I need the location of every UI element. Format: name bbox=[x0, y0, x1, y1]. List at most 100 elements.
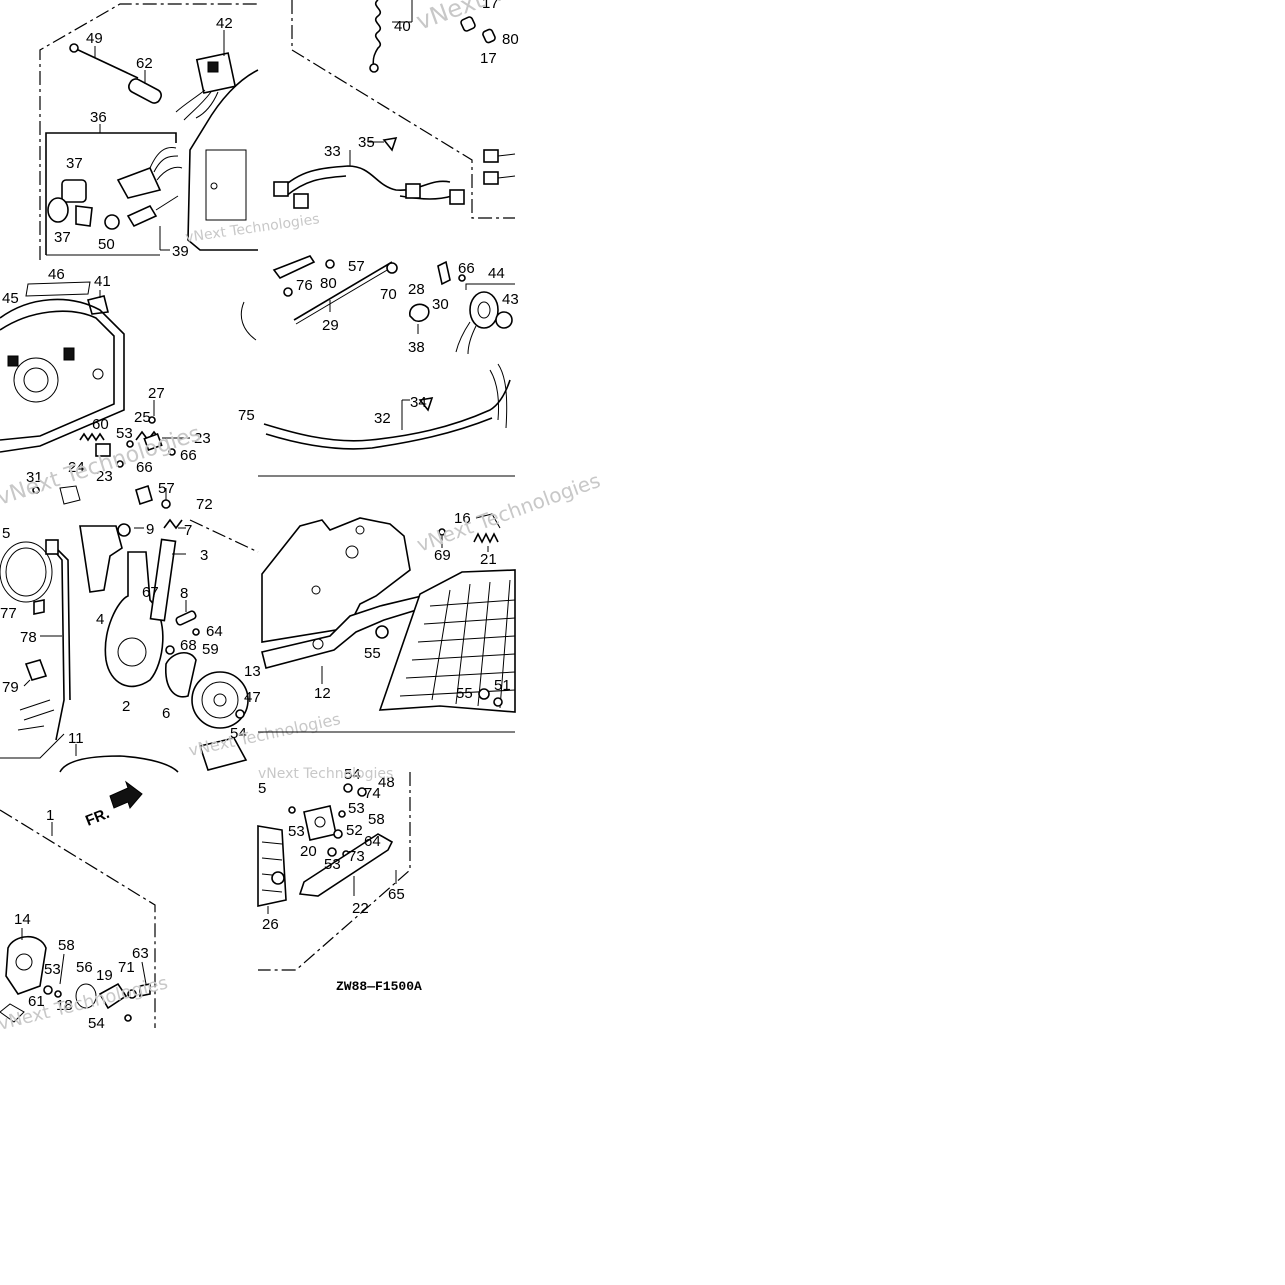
tile-mid-left: 46 45 41 27 25 53 60 23 24 23 66 66 31 5… bbox=[0, 266, 213, 513]
switch-wires bbox=[175, 89, 219, 121]
block-shape bbox=[98, 982, 128, 1010]
callout: 16 bbox=[454, 510, 471, 527]
housing-boss bbox=[13, 357, 59, 403]
callout: 64 bbox=[364, 833, 381, 850]
callout: 17 bbox=[482, 0, 499, 12]
connector-shape bbox=[449, 189, 465, 205]
group-box-36 bbox=[45, 132, 177, 255]
plate-hole bbox=[355, 525, 365, 535]
callout: 55 bbox=[364, 645, 381, 662]
block-shape bbox=[303, 805, 337, 841]
grommet-shape bbox=[460, 16, 476, 32]
ignition-wires bbox=[149, 147, 183, 181]
callout: 55 bbox=[456, 685, 473, 702]
section-border bbox=[39, 3, 258, 260]
callout: 34 bbox=[410, 394, 427, 411]
bar-hole bbox=[312, 638, 324, 650]
washer-shape bbox=[271, 871, 285, 885]
callout: 58 bbox=[58, 937, 75, 954]
nut-shape bbox=[283, 287, 293, 297]
side-plate-shape bbox=[261, 517, 411, 643]
watermark: vNext Technologies bbox=[258, 766, 393, 782]
grid-lines bbox=[431, 579, 511, 709]
bolt-shape bbox=[73, 47, 139, 79]
lever-shape bbox=[437, 260, 451, 286]
callout: 58 bbox=[368, 811, 385, 828]
cover-shape bbox=[59, 755, 179, 773]
grid-lines bbox=[399, 599, 516, 697]
connector-shape bbox=[483, 171, 499, 185]
cable-shape bbox=[263, 379, 511, 442]
callout: 2 bbox=[122, 698, 130, 715]
screw-shape bbox=[192, 628, 200, 636]
lever-handle-shape bbox=[79, 525, 123, 593]
section-border bbox=[258, 772, 411, 971]
washer-shape bbox=[343, 783, 353, 793]
decal-shape bbox=[25, 281, 91, 297]
plate-shape bbox=[59, 485, 81, 505]
housing-shape bbox=[0, 298, 125, 453]
callout: 74 bbox=[364, 785, 381, 802]
plug-shape bbox=[126, 204, 158, 228]
callout: 5 bbox=[2, 525, 10, 542]
leader bbox=[465, 283, 515, 290]
cam-shape bbox=[165, 652, 197, 698]
switch-shape bbox=[195, 52, 237, 94]
clip-shape bbox=[418, 396, 434, 412]
bracket-shape bbox=[5, 935, 47, 995]
callout: 73 bbox=[348, 848, 365, 865]
leader bbox=[59, 953, 65, 985]
callout: 5 bbox=[258, 780, 266, 797]
callout: 22 bbox=[352, 900, 369, 917]
spring-shape bbox=[163, 518, 183, 530]
section-border bbox=[0, 733, 65, 759]
callout: 53 bbox=[44, 961, 61, 978]
callout: 49 bbox=[86, 30, 103, 47]
section-border bbox=[291, 0, 515, 219]
callout: 63 bbox=[132, 945, 149, 962]
cap-shape bbox=[495, 311, 513, 329]
screw-shape bbox=[168, 448, 176, 456]
callout: 69 bbox=[434, 547, 451, 564]
key-fob-shape bbox=[75, 205, 93, 227]
cable-end bbox=[45, 539, 59, 555]
nut-shape bbox=[235, 709, 245, 719]
clip-shape bbox=[33, 599, 45, 615]
leader bbox=[141, 961, 147, 985]
knob-shape bbox=[117, 523, 131, 537]
switch-window bbox=[207, 61, 219, 73]
gear-inner bbox=[201, 681, 239, 719]
screw-shape bbox=[32, 486, 40, 494]
callout: 35 bbox=[358, 134, 375, 151]
callout: 18 bbox=[56, 997, 73, 1014]
callout: 6 bbox=[162, 705, 170, 722]
rod-shape bbox=[293, 261, 393, 321]
callout: 56 bbox=[76, 959, 93, 976]
callout: 27 bbox=[148, 385, 165, 402]
callout: 79 bbox=[2, 679, 19, 696]
connector-shape bbox=[483, 149, 499, 163]
nut-shape bbox=[493, 697, 503, 707]
callout: 23 bbox=[194, 430, 211, 447]
callout: 67 bbox=[142, 584, 159, 601]
connector-shape bbox=[293, 193, 309, 209]
nut-shape bbox=[357, 787, 367, 797]
connector-wire bbox=[497, 153, 516, 179]
tile-lower-right: 16 69 21 55 12 55 51 vNext Technologies bbox=[258, 468, 603, 733]
section-border bbox=[0, 809, 156, 1028]
callout: 71 bbox=[118, 959, 135, 976]
wire-bundle bbox=[489, 363, 508, 429]
callout: 9 bbox=[146, 521, 154, 538]
callout: 60 bbox=[92, 416, 109, 433]
callout: 80 bbox=[320, 275, 337, 292]
callout: 36 bbox=[90, 109, 107, 126]
nut-shape bbox=[127, 989, 137, 999]
callout: 76 bbox=[296, 277, 313, 294]
washer-shape bbox=[126, 440, 134, 448]
clip-shape bbox=[24, 659, 48, 681]
screw-shape bbox=[124, 1014, 132, 1022]
callout: 53 bbox=[116, 425, 133, 442]
callout: 59 bbox=[202, 641, 219, 658]
callout: 17 bbox=[480, 50, 497, 67]
bracket-shape bbox=[198, 737, 248, 771]
